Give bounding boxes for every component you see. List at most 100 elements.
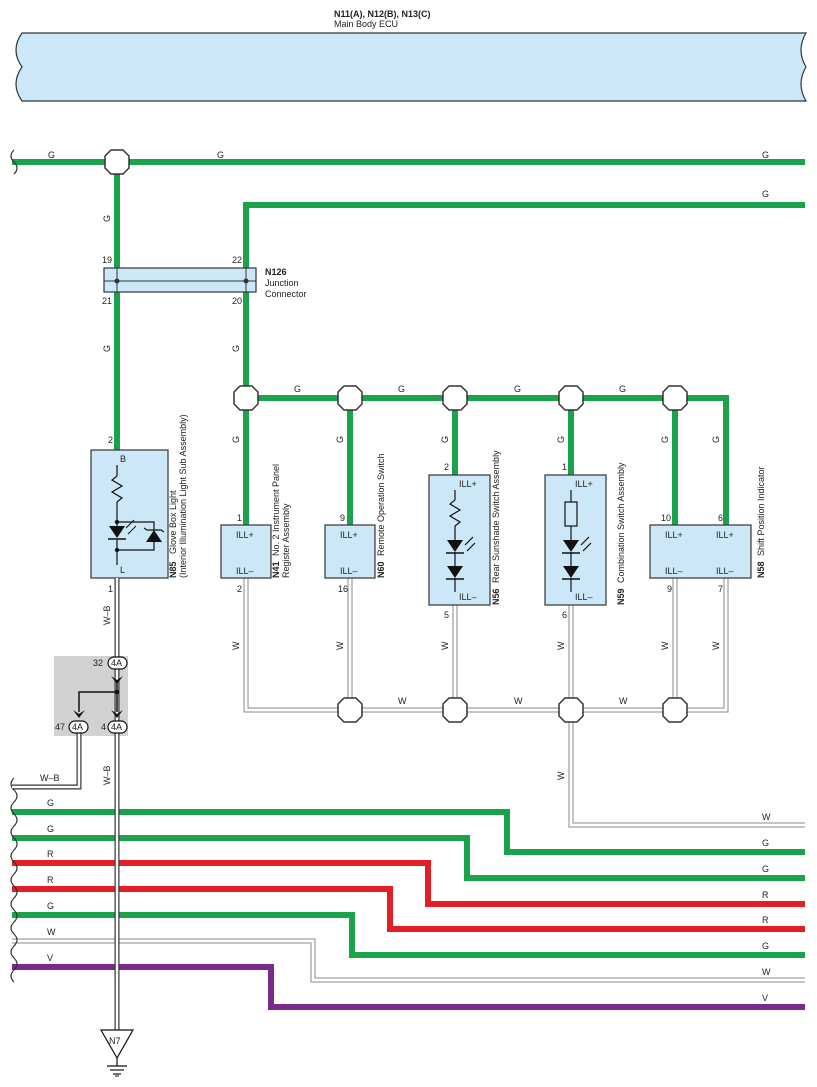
- pin-number: 10: [661, 513, 671, 523]
- wire-label: G: [102, 215, 112, 222]
- pin-number: 9: [667, 584, 672, 594]
- wire-label: W: [231, 641, 241, 650]
- terminal-label: ILL+: [716, 530, 734, 540]
- splice-node: [558, 385, 584, 411]
- pin-number: 2: [444, 462, 449, 472]
- wire-label: G: [619, 384, 626, 394]
- connector-label: 4A: [111, 658, 122, 668]
- wire-label: W: [514, 696, 523, 706]
- wire-label: W: [711, 641, 721, 650]
- pin-number: 7: [718, 584, 723, 594]
- junction-line2: Connector: [265, 289, 307, 299]
- wire-label: W: [398, 696, 407, 706]
- splice-points-green: [104, 149, 688, 411]
- splice-node: [662, 385, 688, 411]
- ecu-body: [15, 32, 808, 102]
- pin-number: 47: [55, 722, 65, 732]
- pin-number: 4: [101, 722, 106, 732]
- pin-number: 19: [102, 255, 112, 265]
- splice-4a-internal: 4A 4A 4A 32 47 4: [55, 656, 128, 734]
- splice-node: [442, 697, 468, 723]
- wire-label: G: [335, 436, 345, 443]
- wire-label: W: [556, 771, 566, 780]
- pin-number: 1: [562, 462, 567, 472]
- terminal-label: ILL+: [340, 530, 358, 540]
- component-code: N41: [271, 561, 281, 578]
- wire-label: G: [231, 345, 241, 352]
- wire-label: W: [47, 927, 56, 937]
- terminal-label: ILL+: [236, 530, 254, 540]
- wire-label: R: [47, 875, 54, 885]
- wire-label: W: [660, 641, 670, 650]
- wb-harness: [12, 578, 120, 1030]
- component-name: Rear Sunshade Switch Assembly: [491, 450, 501, 583]
- terminal-label: ILL–: [716, 566, 734, 576]
- wire-label: G: [102, 345, 112, 352]
- terminal-label: ILL–: [575, 592, 593, 602]
- splice-node: [558, 697, 584, 723]
- junction-connector-n126: 19 22 21 20 N126 Junction Connector: [102, 255, 307, 306]
- pin-number: 9: [340, 513, 345, 523]
- pin-number: 20: [232, 296, 242, 306]
- wire-label: G: [48, 150, 55, 160]
- pin-number: 16: [338, 584, 348, 594]
- pin-number: 32: [93, 658, 103, 668]
- splice-node: [104, 149, 130, 175]
- terminal-label: L: [120, 565, 125, 575]
- connector-label: 4A: [111, 722, 122, 732]
- splice-node: [337, 697, 363, 723]
- wire-label: G: [440, 436, 450, 443]
- white-harness: [243, 578, 805, 828]
- ground-code: N7: [109, 1036, 121, 1046]
- pin-number: 1: [237, 513, 242, 523]
- wire-label: R: [762, 915, 769, 925]
- connector-label: 4A: [72, 722, 83, 732]
- wire-label: W: [556, 641, 566, 650]
- ecu-name: Main Body ECU: [334, 19, 398, 29]
- wire-label: G: [514, 384, 521, 394]
- wire-label: W–B: [102, 765, 112, 785]
- component-code: N59: [616, 588, 626, 605]
- component-code: N56: [491, 588, 501, 605]
- wire-label: W: [440, 641, 450, 650]
- component-n58: 10 6 9 7 ILL+ ILL+ ILL– ILL– N58 Shift P…: [649, 466, 766, 594]
- component-n60: 9 16 ILL+ ILL– N60 Remote Operation Swit…: [324, 453, 386, 594]
- component-code: N85: [168, 561, 178, 578]
- component-name: Glove Box Light: [168, 490, 178, 554]
- splice-node: [442, 385, 468, 411]
- wire-label: V: [762, 993, 768, 1003]
- pin-number: 22: [232, 255, 242, 265]
- terminal-label: ILL+: [575, 479, 593, 489]
- wire-label: G: [762, 941, 769, 951]
- splice-node: [233, 385, 259, 411]
- wire-label: W: [762, 812, 771, 822]
- break-mark: [10, 149, 18, 175]
- component-n59: 1 6 ILL+ ILL– N59 Combination Switch Ass…: [544, 462, 626, 620]
- wire-label: G: [762, 150, 769, 160]
- component-n85: 2 1 B L N85 Glove Box Light (Interior Il…: [90, 414, 188, 594]
- break-mark: [10, 777, 18, 983]
- ground-n7: N7: [99, 1029, 135, 1077]
- component-code: N60: [376, 561, 386, 578]
- wire-label: V: [47, 953, 53, 963]
- component-n56: 2 5 ILL+ ILL– N56 Rear Sunshade Switch A…: [428, 450, 501, 620]
- terminal-label: ILL+: [665, 530, 683, 540]
- wire-label: G: [762, 189, 769, 199]
- component-subname: (Interior Illumination Light Sub Assembl…: [178, 414, 188, 578]
- terminal-label: B: [120, 454, 126, 464]
- terminal-label: ILL–: [665, 566, 683, 576]
- wire-label: G: [660, 436, 670, 443]
- pin-number: 2: [237, 584, 242, 594]
- component-n41: 1 2 ILL+ ILL– N41 No. 2 Instrument Panel…: [220, 464, 291, 594]
- wire-label: R: [762, 890, 769, 900]
- junction-code: N126: [265, 267, 287, 277]
- component-name: No. 2 Instrument Panel: [271, 464, 281, 556]
- component-subname: Register Assembly: [281, 503, 291, 578]
- component-code: N58: [756, 561, 766, 578]
- pin-number: 6: [562, 610, 567, 620]
- wire-label: G: [294, 384, 301, 394]
- wire-label: G: [231, 436, 241, 443]
- component-name: Remote Operation Switch: [376, 453, 386, 556]
- wire-label: W–B: [102, 605, 112, 625]
